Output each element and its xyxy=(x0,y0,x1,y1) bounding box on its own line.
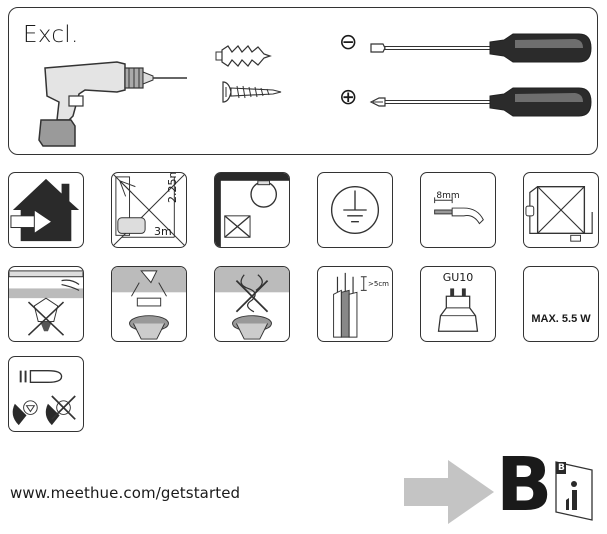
no-track-mount-icon xyxy=(8,266,84,342)
tools-panel: Excl. ⊖ ⊕ xyxy=(8,7,598,155)
flathead-symbol-icon: ⊖ xyxy=(339,30,358,55)
booklet-icon: B xyxy=(552,460,596,522)
no-ceiling-lamp-icon xyxy=(214,172,290,248)
next-arrow-icon xyxy=(404,460,494,524)
getstarted-link[interactable]: www.meethue.com/getstarted xyxy=(10,484,241,502)
flathead-screwdriver-icon xyxy=(370,33,592,63)
distance-height-label: 2.25m xyxy=(166,172,179,203)
no-wire-tangle-icon xyxy=(214,266,290,342)
gu10-label: GU10 xyxy=(442,271,474,284)
phillips-symbol-icon: ⊕ xyxy=(339,85,358,110)
panel-title: Excl. xyxy=(23,22,79,48)
max-wattage-icon: MAX. 5.5 W xyxy=(523,266,599,342)
wire-length-icon: >5cm xyxy=(317,266,393,342)
phillips-screwdriver-icon xyxy=(369,87,592,117)
bathroom-distance-icon: 2.25m 3m xyxy=(111,172,187,248)
dimmer-warning-icon xyxy=(8,356,84,432)
drill-icon xyxy=(38,61,187,147)
earth-ground-icon xyxy=(317,172,393,248)
screw-icon xyxy=(222,81,282,103)
strip-length-label: 8mm xyxy=(436,191,460,201)
indoor-use-icon xyxy=(8,172,84,248)
gu10-bulb-icon: GU10 xyxy=(420,266,496,342)
section-letter: B xyxy=(496,442,553,528)
distance-width-label: 3m xyxy=(154,225,172,238)
no-cord-switch-icon xyxy=(523,172,599,248)
wire-strip-icon: 8mm xyxy=(420,172,496,248)
wall-plug-icon xyxy=(215,45,272,67)
ceiling-mount-icon xyxy=(111,266,187,342)
wire-length-label: >5cm xyxy=(368,280,389,288)
max-wattage-label: MAX. 5.5 W xyxy=(531,313,591,325)
booklet-letter: B xyxy=(558,463,565,473)
